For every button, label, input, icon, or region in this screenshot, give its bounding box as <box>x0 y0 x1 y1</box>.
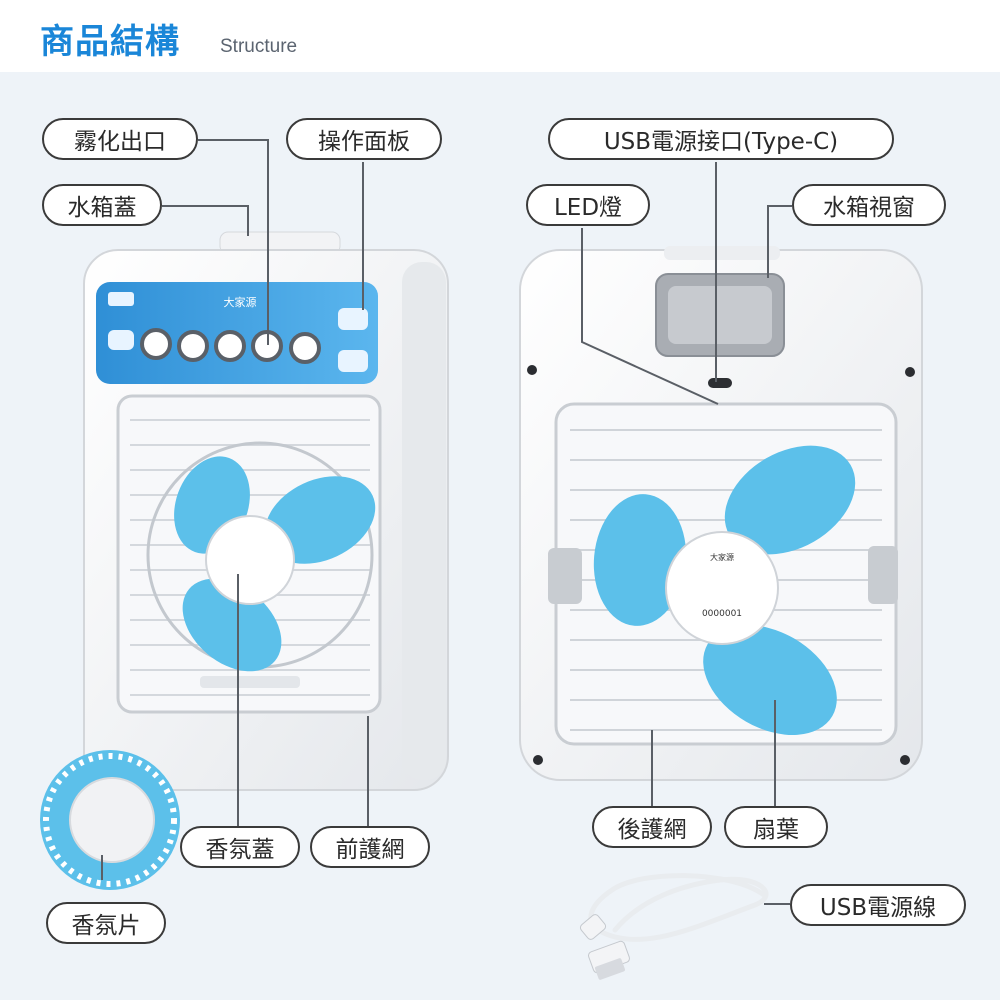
usb-cable-illustration <box>579 873 769 980</box>
control-knobs <box>140 328 321 364</box>
front-housing-side <box>402 262 446 780</box>
panel-mode-icon <box>108 330 134 350</box>
rear-spec-label <box>665 531 779 645</box>
front-guard-grille <box>130 419 370 696</box>
label-rear-guard: 後護網 <box>592 806 712 848</box>
usb-a-connector <box>595 958 625 980</box>
back-screws <box>527 365 915 765</box>
label-fan-blade: 扇葉 <box>724 806 828 848</box>
aroma-pad-closeup <box>40 750 180 890</box>
back-fan-unit: 大家源 0000001 <box>519 246 923 781</box>
label-usb-port: USB電源接口(Type-C) <box>548 118 894 160</box>
panel-brand-mark: 大家源 <box>224 295 257 309</box>
label-usb-cable: USB電源線 <box>790 884 966 926</box>
rear-label-brand: 大家源 <box>710 552 734 562</box>
left-stand-clip <box>548 548 582 604</box>
label-tank-lid: 水箱蓋 <box>42 184 162 226</box>
label-mist-outlet: 霧化出口 <box>42 118 198 160</box>
front-fan-unit: 大家源 <box>83 231 449 791</box>
aroma-pad-grille <box>43 753 177 887</box>
usb-c-plug <box>579 914 607 940</box>
page-subtitle: Structure <box>220 36 298 57</box>
label-front-guard: 前護網 <box>310 826 430 868</box>
leader-lines <box>101 139 792 905</box>
label-led-light: LED燈 <box>526 184 650 226</box>
label-aroma-pad: 香氛片 <box>46 902 166 944</box>
panel-light-icon <box>338 350 368 372</box>
rear-label-serial: 0000001 <box>702 609 742 619</box>
right-stand-clip <box>868 546 898 604</box>
label-tank-window: 水箱視窗 <box>792 184 946 226</box>
label-aroma-cover: 香氛蓋 <box>180 826 300 868</box>
back-top-lid <box>664 246 780 260</box>
usb-port-shape <box>708 378 732 388</box>
aroma-pad-disc <box>69 777 155 863</box>
aroma-cover-shape <box>205 515 295 605</box>
back-fan-blades <box>593 445 856 735</box>
panel-indicator-icon <box>108 292 134 306</box>
label-control-panel: 操作面板 <box>286 118 442 160</box>
page-title: 商品結構 <box>40 22 180 62</box>
front-fan-base <box>200 676 300 688</box>
water-tank-window-inner <box>668 286 772 344</box>
panel-timer-icon <box>338 308 368 330</box>
